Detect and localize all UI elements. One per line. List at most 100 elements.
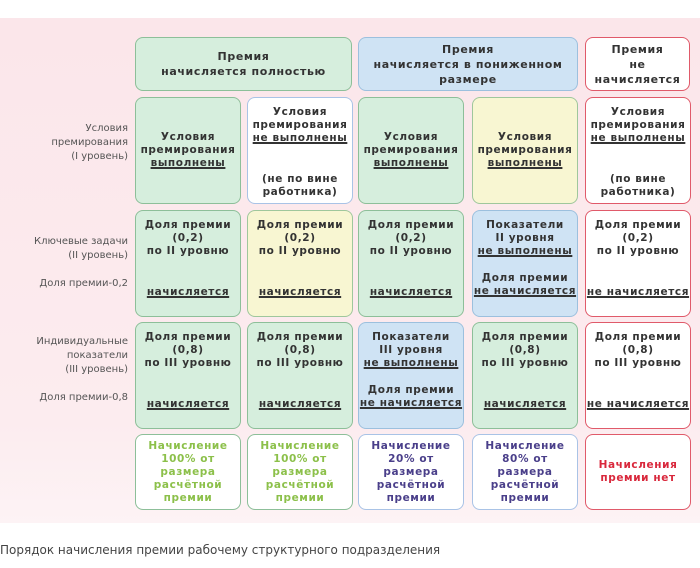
cell-line: III уровня [379,344,443,356]
cell-line: Доля премии [144,219,232,231]
row-label-share: Доля премии-0,8 [39,392,128,403]
result-line: премии [163,491,213,504]
result-line: 20% от размера [383,452,439,478]
cell-line: не начисляется [359,397,463,409]
cell-line: не начисляется [586,398,690,410]
cell-line: по II уровню [596,245,680,257]
header-line: начисляется [594,72,681,86]
cell-line: не выполнены [252,132,348,144]
cell-line: Показатели [486,219,564,231]
row-label-line: Индивидуальные [36,336,128,347]
cell-line: по II уровню [258,245,342,257]
result-line: расчётной [265,478,335,491]
cell-line: начисляется [483,398,567,410]
header-line: Премия [442,42,494,56]
cell-line: (0,8) [622,344,654,356]
cell-line: начисляется [369,286,453,298]
cell-line: Доля премии [594,331,682,343]
row-label-line: показатели [66,350,128,361]
spacer [0,263,128,277]
result-line: 80% от размера [497,452,553,478]
row-label-line: (II уровень) [68,250,128,261]
result-line: расчётной [376,478,446,491]
condition-cell: Доля премии(0,8)по III уровню начисляется [472,322,578,429]
cell-line: (0,8) [172,344,204,356]
header-line: начисляется полностью [161,65,326,78]
row-label-line: Условия [85,123,128,134]
cell-line: начисляется [258,286,342,298]
cell-line: премирования [363,144,459,156]
condition-cell: Доля премии(0,2)по II уровню не начисляет… [585,210,691,317]
cell-line: (0,8) [284,344,316,356]
result-line: Начисление [260,439,340,452]
cell-line: начисляется [146,398,230,410]
header-line: не [629,57,646,71]
row-label-line: Ключевые задачи [34,236,128,247]
cell-line: работника) [262,186,338,198]
row-label-share: Доля премии-0,2 [39,278,128,289]
column-header: Премия начисляется полностью [135,37,352,91]
cell-line: Доля премии [256,219,344,231]
cell-line: по III уровню [144,357,232,369]
cell-line: (по вине [609,173,667,185]
cell-line: (0,8) [509,344,541,356]
cell-line: не начисляется [586,286,690,298]
condition-cell: Доля премии(0,8)по III уровню не начисляе… [585,322,691,429]
cell-line: Доля премии [481,331,569,343]
cell-line: не выполнены [477,245,573,257]
result-line: 100% от размера [160,452,216,478]
cell-line: премирования [140,144,236,156]
cell-line: выполнены [373,157,449,169]
cell-line: работника) [600,186,676,198]
cell-line: (0,2) [284,232,316,244]
cell-line: по III уровню [481,357,569,369]
cell-line: Доля премии [367,219,455,231]
header-line: Премия [611,42,664,56]
cell-line: Доля премии [367,384,455,396]
cell-line: (0,2) [622,232,654,244]
cell-line: Условия [160,131,216,143]
result-line: 100% от размера [272,452,328,478]
cell-line: премирования [590,119,686,131]
cell-line: по II уровню [369,245,453,257]
result-line: расчётной [490,478,560,491]
cell-line: премирования [477,144,573,156]
cell-line: Показатели [372,331,450,343]
cell-line: Условия [497,131,553,143]
condition-cell: Доля премии(0,2)по II уровню начисляется [247,210,353,317]
cell-line: по III уровню [594,357,682,369]
cell-line: премирования [252,119,348,131]
figure-caption: Порядок начисления премии рабочему струк… [0,543,441,557]
cell-line: Доля премии [481,272,569,284]
cell-line: не выполнены [590,132,686,144]
result-line: Начисление [148,439,228,452]
result-line: премии [386,491,436,504]
cell-line: не выполнены [363,357,459,369]
result-line: премии [500,491,550,504]
cell-line: не начисляется [473,285,577,297]
cell-line: Доля премии [594,219,682,231]
cell-line: начисляется [146,286,230,298]
row-label: Ключевые задачи (II уровень) Доля премии-0… [0,235,128,291]
header-line: Премия [217,50,270,63]
row-label-line: (I уровень) [71,151,128,162]
cell-line: выполнены [150,157,226,169]
result-line: Начисление [371,439,451,452]
result-line: премии [275,491,325,504]
